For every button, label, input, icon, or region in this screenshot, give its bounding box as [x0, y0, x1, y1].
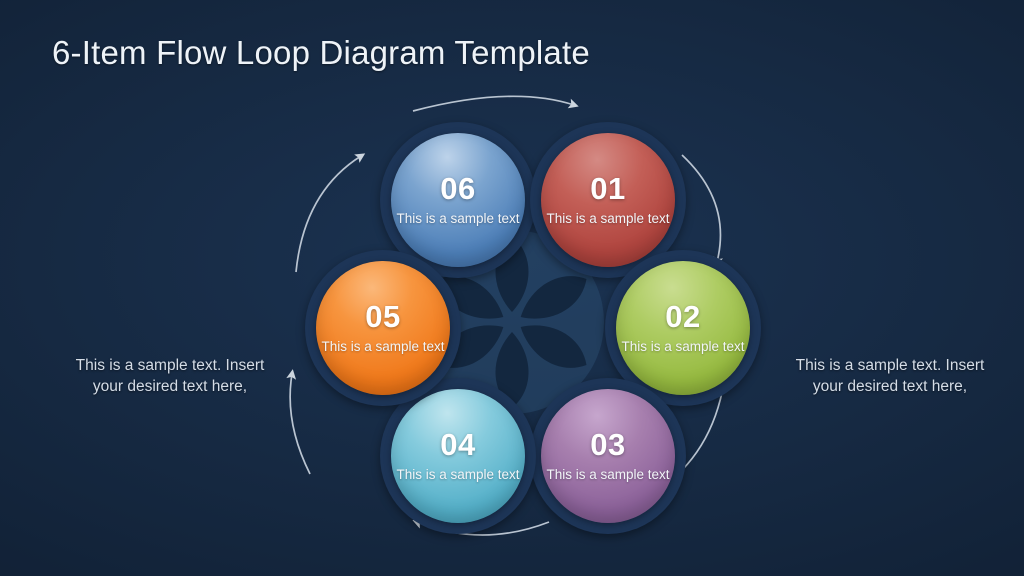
flow-node-05-caption: This is a sample text: [321, 339, 445, 355]
flow-node-04-disc[interactable]: 04 This is a sample text: [391, 389, 525, 523]
flow-node-01-caption: This is a sample text: [546, 211, 670, 227]
flow-node-05-number: 05: [365, 299, 401, 335]
flow-node-04-caption: This is a sample text: [396, 467, 520, 483]
flow-node-06-number: 06: [440, 171, 476, 207]
flow-node-04-number: 04: [440, 427, 476, 463]
flow-node-05[interactable]: 05 This is a sample text: [305, 250, 461, 406]
flow-node-01-disc[interactable]: 01 This is a sample text: [541, 133, 675, 267]
flow-node-01[interactable]: 01 This is a sample text: [530, 122, 686, 278]
left-caption-text: This is a sample text. Insert your desir…: [75, 357, 265, 395]
flow-node-02-caption: This is a sample text: [621, 339, 745, 355]
flow-node-04[interactable]: 04 This is a sample text: [380, 378, 536, 534]
flow-node-03-caption: This is a sample text: [546, 467, 670, 483]
flow-node-06[interactable]: 06 This is a sample text: [380, 122, 536, 278]
arrow-04-to-05: [286, 369, 311, 475]
page-title: 6-Item Flow Loop Diagram Template: [52, 34, 590, 71]
arrow-05-to-06: [295, 153, 366, 273]
flow-node-01-number: 01: [590, 171, 626, 207]
flow-node-03-number: 03: [590, 427, 626, 463]
flow-node-06-disc[interactable]: 06 This is a sample text: [391, 133, 525, 267]
arrow-06-to-01: [412, 95, 579, 112]
flow-node-02-number: 02: [665, 299, 701, 335]
flow-arrows-group: [286, 95, 725, 536]
flow-loop-diagram: 06 This is a sample text 01 This is a sa…: [262, 82, 762, 562]
flow-node-03[interactable]: 03 This is a sample text: [530, 378, 686, 534]
flow-node-02[interactable]: 02 This is a sample text: [605, 250, 761, 406]
flow-node-06-caption: This is a sample text: [396, 211, 520, 227]
flow-node-05-disc[interactable]: 05 This is a sample text: [316, 261, 450, 395]
right-caption-text: This is a sample text. Insert your desir…: [795, 357, 985, 395]
flow-node-02-disc[interactable]: 02 This is a sample text: [616, 261, 750, 395]
arrow-01-to-02: [681, 154, 724, 267]
flow-node-03-disc[interactable]: 03 This is a sample text: [541, 389, 675, 523]
